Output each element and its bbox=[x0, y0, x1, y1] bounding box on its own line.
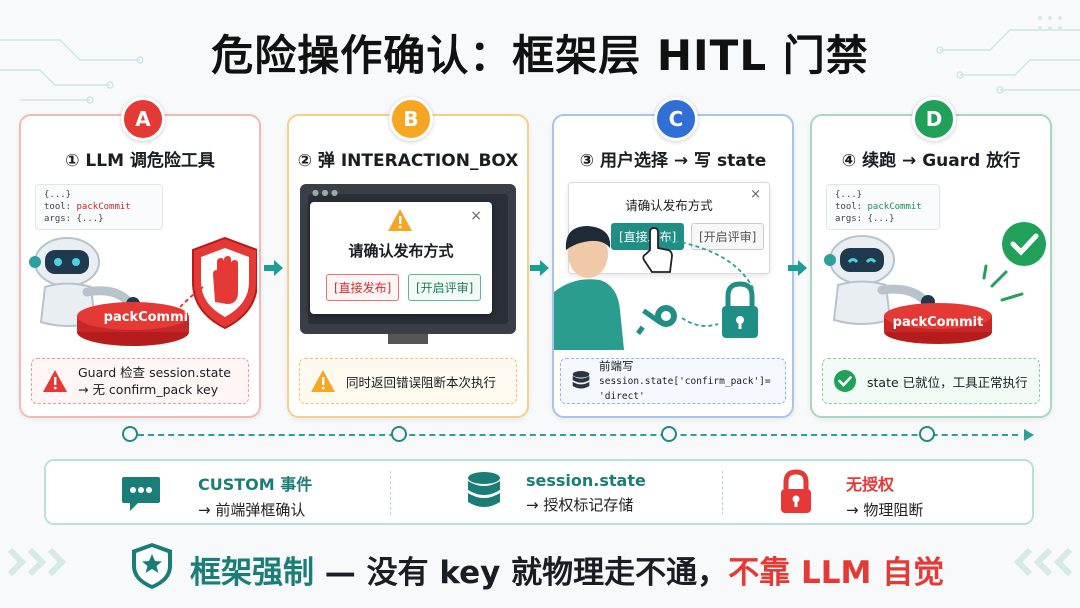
note-line: 同时返回错误阻断本次执行 bbox=[346, 374, 497, 390]
robot-icon bbox=[824, 235, 935, 325]
note-line: Guard 检查 session.state bbox=[78, 365, 231, 380]
ribbon-item-custom-event: CUSTOM 事件 → 前端弹框确认 bbox=[198, 471, 312, 520]
step-card-b: B ② 弹 INTERACTION_BOX ● ● ● × 请确认发布方式 [直… bbox=[287, 97, 529, 418]
timeline-node bbox=[391, 426, 407, 442]
note-line: → 无 confirm_pack key bbox=[78, 382, 219, 397]
pack-commit-button: packCommit bbox=[103, 310, 195, 325]
lock-icon bbox=[722, 281, 758, 338]
user-unlock-illustration bbox=[554, 226, 758, 350]
database-icon bbox=[572, 370, 590, 389]
dialog-title: 请确认发布方式 bbox=[625, 198, 713, 213]
step-title-b: ② 弹 INTERACTION_BOX bbox=[297, 151, 519, 171]
note-line: 前端写 bbox=[599, 358, 634, 373]
flow-arrow-icon bbox=[530, 260, 549, 276]
timeline-line bbox=[128, 434, 1018, 436]
block-execution-note: 同时返回错误阻断本次执行 bbox=[299, 358, 517, 404]
robot-pressing-button-illustration bbox=[29, 236, 257, 346]
user-icon bbox=[554, 226, 624, 350]
timeline-arrowhead-icon bbox=[1024, 429, 1034, 441]
ribbon-item-title: CUSTOM 事件 bbox=[198, 475, 313, 494]
direct-publish-button[interactable]: [直接发布] bbox=[611, 223, 685, 250]
step-badge-a: A bbox=[121, 97, 165, 141]
step-badge-c: C bbox=[654, 97, 698, 141]
code-line: args: {...} bbox=[835, 214, 895, 224]
code-line: {...} bbox=[835, 190, 863, 200]
summary-ribbon: CUSTOM 事件 → 前端弹框确认 session.state → 授权标记存… bbox=[44, 459, 1034, 525]
database-icon bbox=[468, 472, 500, 507]
open-review-button[interactable]: [开启评审] bbox=[691, 223, 765, 250]
tool-call-code: {...} tool: packCommit args: {...} bbox=[35, 184, 163, 230]
check-circle-icon bbox=[834, 370, 856, 392]
note-line: state 已就位，工具正常执行 bbox=[867, 374, 1028, 390]
code-line: tool: packCommit bbox=[44, 202, 131, 212]
ribbon-item-desc: → 前端弹框确认 bbox=[198, 501, 306, 519]
robot-pressing-button-illustration bbox=[824, 222, 1046, 344]
step-title-a: ① LLM 调危险工具 bbox=[65, 151, 215, 171]
slogan-emphasis: 框架强制 bbox=[190, 555, 314, 591]
warning-icon bbox=[43, 370, 67, 392]
page-title: 危险操作确认：框架层 HITL 门禁 bbox=[211, 31, 869, 80]
frontend-write-note: 前端写 session.state['confirm_pack']= 'dire… bbox=[560, 358, 786, 404]
open-review-button[interactable]: [开启评审] bbox=[408, 274, 482, 301]
code-line: {...} bbox=[44, 190, 72, 200]
check-circle-icon bbox=[1002, 222, 1046, 266]
interaction-box-dialog: × 请确认发布方式 [直接发布] [开启评审] bbox=[310, 202, 492, 314]
flow-arrow-icon bbox=[788, 260, 807, 276]
timeline-node bbox=[919, 426, 935, 442]
shield-star-icon bbox=[132, 543, 172, 589]
slogan-middle: — 没有 key 就物理走不通， bbox=[314, 555, 729, 591]
stop-shield-icon bbox=[192, 236, 257, 330]
note-code-line: session.state['confirm_pack']= 'direct' bbox=[599, 375, 771, 402]
ribbon-divider bbox=[722, 471, 723, 515]
step-badge-b: B bbox=[389, 97, 433, 141]
bottom-slogan: 框架强制 — 没有 key 就物理走不通，不靠 LLM 自觉 bbox=[190, 547, 944, 592]
dialog-title: 请确认发布方式 bbox=[348, 242, 454, 260]
timeline-node bbox=[661, 426, 677, 442]
close-icon[interactable]: × bbox=[750, 187, 761, 202]
ribbon-item-desc: → 授权标记存储 bbox=[526, 496, 634, 514]
pack-commit-button: packCommit bbox=[892, 315, 984, 330]
ribbon-item-title: 无授权 bbox=[846, 475, 895, 494]
code-line: tool: packCommit bbox=[835, 202, 922, 212]
chat-bubble-icon bbox=[122, 477, 160, 511]
slogan-highlight: 不靠 LLM 自觉 bbox=[728, 555, 945, 591]
ribbon-item-session-state: session.state → 授权标记存储 bbox=[526, 471, 646, 515]
step-card-d: D ④ 续跑 → Guard 放行 {...} tool: packCommit… bbox=[810, 97, 1052, 418]
step-card-c: C ③ 用户选择 → 写 state × 请确认发布方式 [直接发布] [开启评… bbox=[552, 97, 794, 418]
close-icon[interactable]: × bbox=[470, 208, 482, 224]
guard-pass-note: state 已就位，工具正常执行 bbox=[822, 358, 1040, 404]
step-card-a: A ① LLM 调危险工具 {...} tool: packCommit arg… bbox=[19, 97, 261, 418]
warning-icon bbox=[388, 209, 412, 231]
step-title-d: ④ 续跑 → Guard 放行 bbox=[841, 151, 1021, 171]
pointer-hand-icon bbox=[642, 227, 673, 273]
ribbon-item-desc: → 物理阻断 bbox=[846, 501, 924, 519]
step-badge-d: D bbox=[912, 97, 956, 141]
ribbon-item-no-auth: 无授权 → 物理阻断 bbox=[846, 471, 923, 520]
timeline-node bbox=[122, 426, 138, 442]
direct-publish-button[interactable]: [直接发布] bbox=[326, 274, 400, 301]
guard-check-note: Guard 检查 session.state → 无 confirm_pack … bbox=[31, 358, 249, 404]
ribbon-item-title: session.state bbox=[526, 471, 646, 490]
warning-icon bbox=[311, 370, 335, 392]
code-line: args: {...} bbox=[44, 214, 104, 224]
lock-icon bbox=[781, 469, 811, 513]
step-title-c: ③ 用户选择 → 写 state bbox=[579, 151, 767, 171]
bottom-banner: 框架强制 — 没有 key 就物理走不通，不靠 LLM 自觉 bbox=[0, 537, 1080, 597]
key-icon bbox=[636, 305, 677, 335]
flow-arrow-icon bbox=[264, 260, 283, 276]
tool-call-code: {...} tool: packCommit args: {...} bbox=[826, 184, 940, 230]
ribbon-divider bbox=[390, 471, 391, 515]
